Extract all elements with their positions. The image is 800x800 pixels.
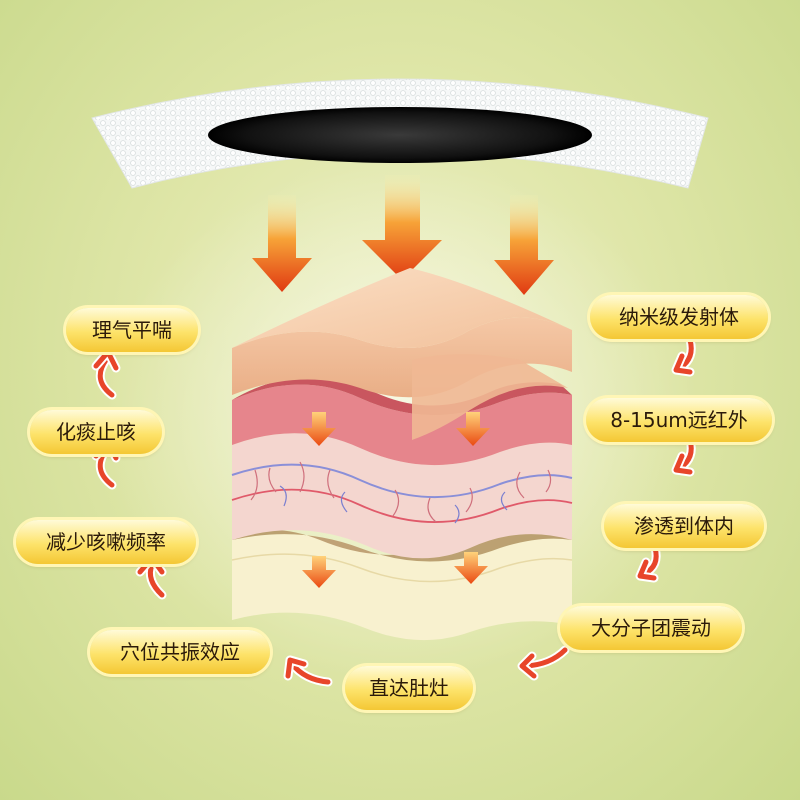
connector-arrow-right-1: [671, 335, 696, 377]
connector-arrow-right-2: [671, 435, 696, 477]
connector-arrow-bottom-left: [283, 655, 333, 687]
label-nano-emitter: 纳米级发射体: [590, 295, 768, 339]
heat-arrow-right: [494, 195, 554, 295]
connector-arrow-bottom-right: [517, 645, 570, 681]
label-regulate-qi: 理气平喘: [66, 308, 198, 352]
heat-arrow-center: [362, 175, 442, 280]
patch: [91, 78, 709, 189]
connector-arrows: [91, 335, 696, 687]
skin-cross-section: [231, 268, 573, 641]
label-penetrate-body: 渗透到体内: [604, 504, 764, 548]
label-reduce-cough: 减少咳嗽频率: [16, 520, 196, 564]
label-molecule-vibration: 大分子团震动: [560, 606, 742, 650]
connector-arrow-right-3: [635, 543, 661, 583]
internal-arrows: [302, 412, 490, 588]
patch-core: [208, 107, 592, 163]
label-acupoint-resonance: 穴位共振效应: [90, 630, 270, 674]
connector-arrow-left-1: [91, 347, 121, 400]
heat-arrow-left: [252, 195, 312, 292]
label-resolve-phlegm: 化痰止咳: [30, 410, 162, 454]
label-far-infrared: 8-15um远红外: [586, 398, 772, 442]
label-reach-lesion: 直达肚灶: [345, 666, 473, 710]
